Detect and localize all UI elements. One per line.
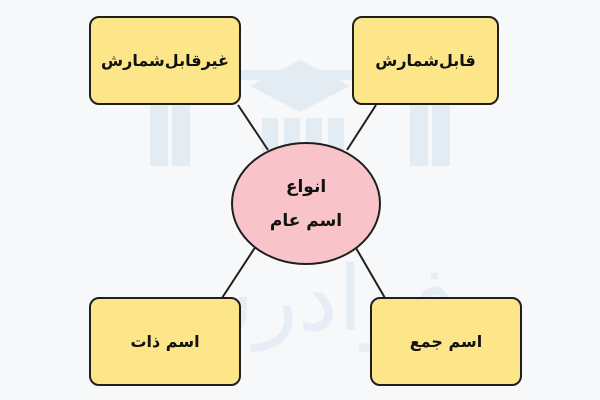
node-uncountable-label: غیرقابل‌شمارش: [101, 51, 229, 70]
node-collective-noun-label: اسم جمع: [409, 332, 483, 351]
node-concrete-noun-label: اسم ذات: [130, 332, 200, 351]
connector-top-left: [237, 104, 269, 151]
node-concrete-noun: اسم ذات: [89, 297, 241, 386]
center-line-1: انواع: [285, 176, 327, 197]
node-uncountable: غیرقابل‌شمارش: [89, 16, 241, 105]
connector-bottom-left: [221, 245, 257, 299]
connector-bottom-right: [355, 247, 386, 299]
center-node-types-of-common-noun: انواع اسم عام: [231, 142, 381, 265]
node-countable-label: قابل‌شمارش: [375, 51, 476, 70]
center-line-2: اسم عام: [269, 210, 343, 231]
connector-top-right: [346, 104, 377, 151]
node-collective-noun: اسم جمع: [370, 297, 522, 386]
node-countable: قابل‌شمارش: [352, 16, 499, 105]
